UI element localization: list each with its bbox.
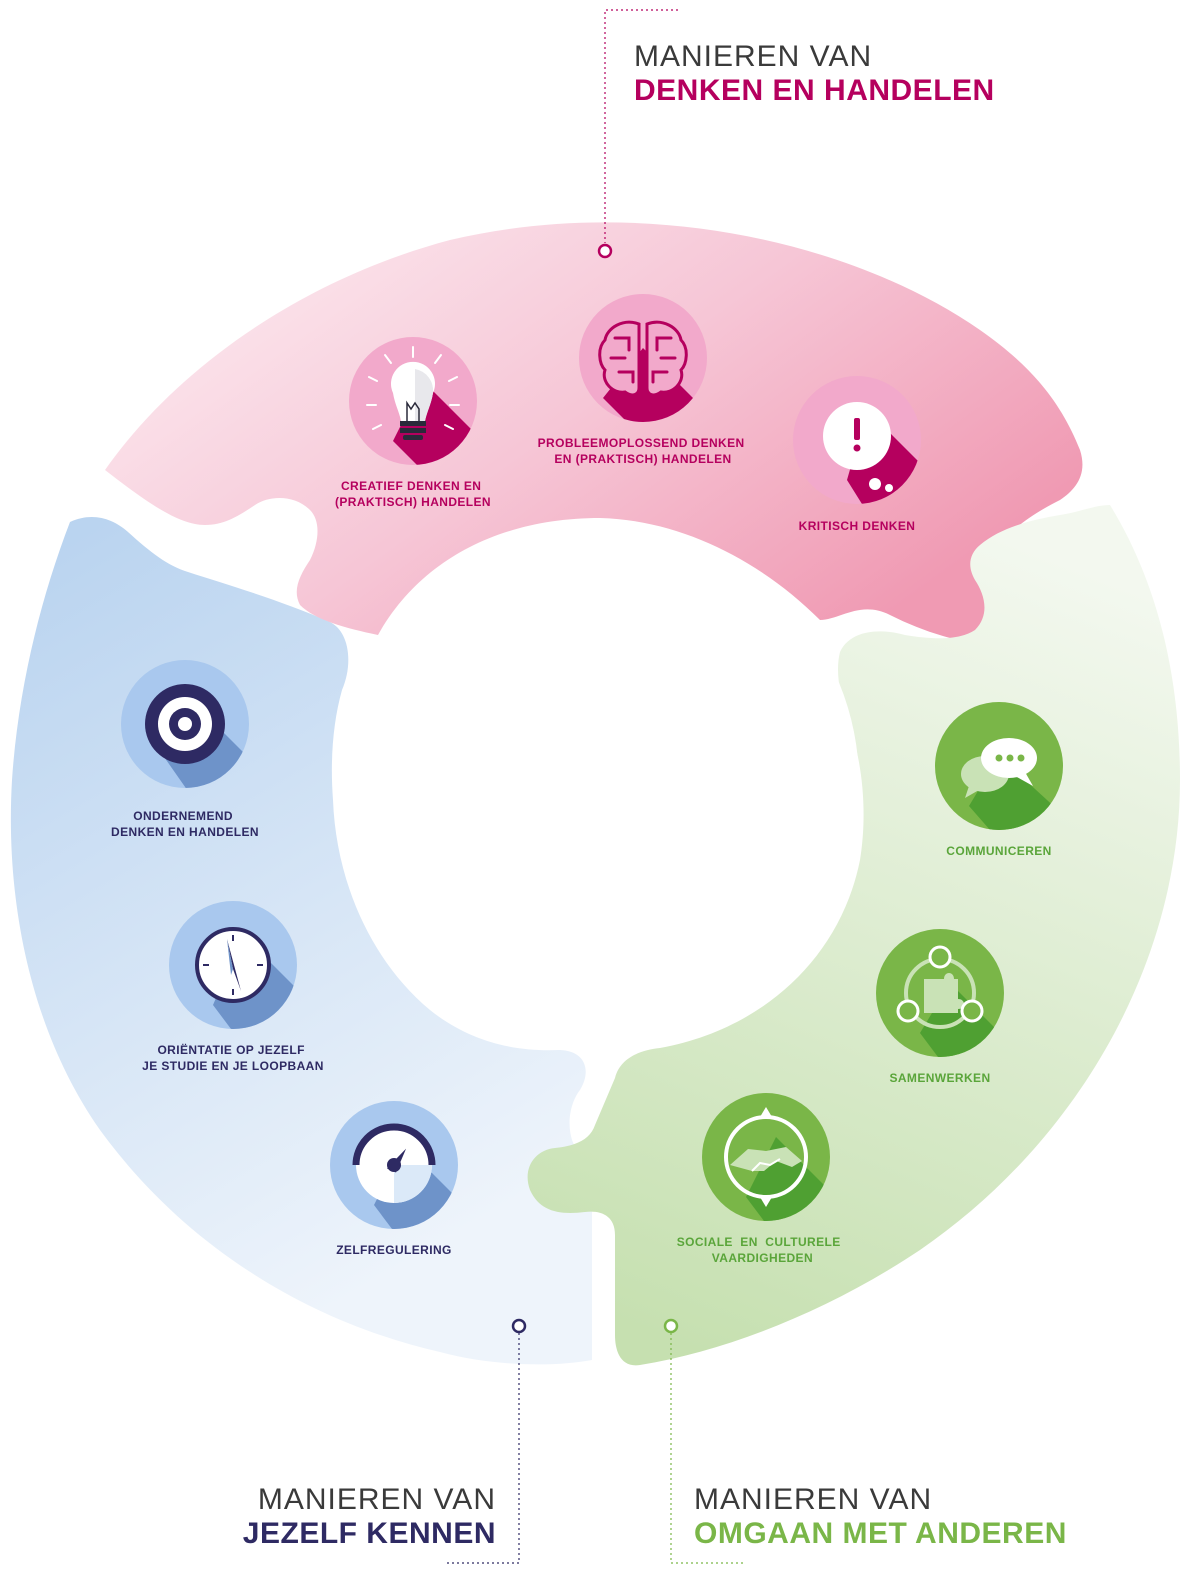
ring-center [335,521,859,1045]
label-creatief: CREATIEF DENKEN EN (PRAKTISCH) HANDELEN [335,479,491,509]
target-icon [121,660,249,788]
connector-denken [597,9,678,259]
label-zelfregulering: ZELFREGULERING [336,1243,452,1257]
label-communiceren: COMMUNICEREN [946,844,1051,858]
label-sociale: SOCIALE EN CULTURELE VAARDIGHEDEN [677,1235,860,1265]
label-ondernemend: ONDERNEMEND DENKEN EN HANDELEN [111,809,259,839]
heading-jezelf-top: MANIEREN VAN [258,1483,496,1516]
heading-anderen-top: MANIEREN VAN [694,1483,932,1516]
label-samenwerken: SAMENWERKEN [889,1071,990,1085]
label-orientatie: ORIËNTATIE OP JEZELF JE STUDIE EN JE LOO… [142,1042,324,1073]
connector-jezelf [447,1318,527,1564]
heading-denken-top: MANIEREN VAN [634,40,872,73]
heading-anderen-bottom: OMGAAN MET ANDEREN [694,1517,1067,1550]
label-kritisch: KRITISCH DENKEN [799,519,916,533]
segment-denken-en-handelen [105,222,1083,645]
connector-anderen [663,1318,743,1564]
heading-denken-bottom: DENKEN EN HANDELEN [634,74,995,107]
heading-jezelf-bottom: JEZELF KENNEN [243,1517,496,1550]
label-probleemoplossend: PROBLEEMOPLOSSEND DENKEN EN (PRAKTISCH) … [538,436,749,466]
